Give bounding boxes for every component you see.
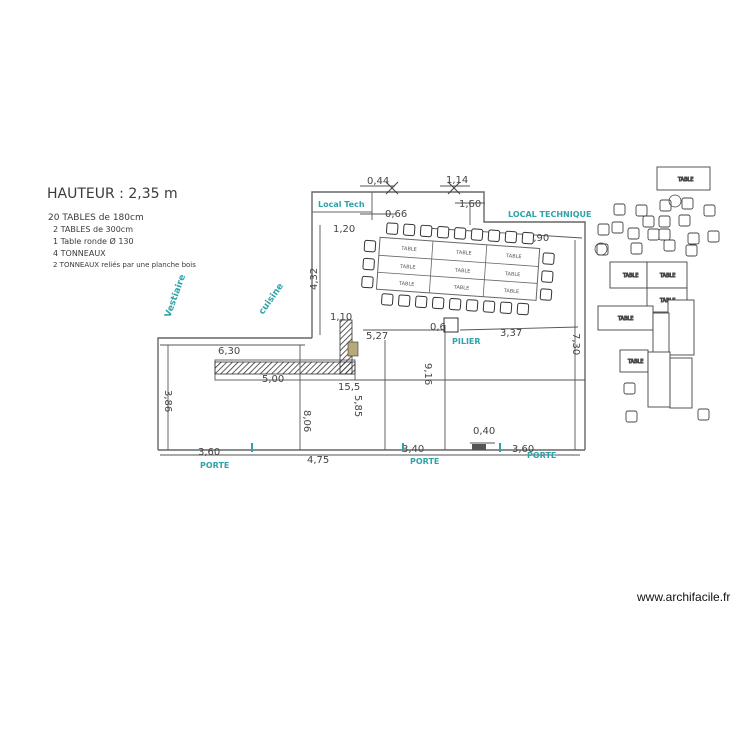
table-label: TABLE bbox=[617, 316, 633, 322]
dim-806: 8,06 bbox=[301, 410, 312, 432]
table-label: TABLE bbox=[677, 177, 693, 183]
cuisine-label: cuisine bbox=[257, 282, 286, 317]
door-label-middle: PORTE bbox=[410, 457, 439, 466]
table-label: TABLE bbox=[659, 273, 675, 279]
wall-main-outline bbox=[311, 191, 586, 450]
note-line-4: 4 TONNEAUX bbox=[53, 249, 106, 258]
dimension-lines bbox=[160, 185, 585, 456]
dim-120: 1,20 bbox=[333, 224, 355, 235]
dim-585: 5,85 bbox=[352, 395, 363, 417]
dim-290: 2,90 bbox=[527, 233, 549, 244]
dim-360-left: 3,60 bbox=[198, 447, 220, 458]
banquet-tables: TABLE TABLE TABLE TABLE TABLE TABLE TABL… bbox=[361, 222, 555, 316]
door-label-left: PORTE bbox=[200, 461, 229, 470]
table-label: TABLE bbox=[502, 288, 519, 295]
table-label: TABLE bbox=[454, 268, 471, 275]
dim-500: 5,00 bbox=[262, 374, 284, 385]
dim-432: 4,32 bbox=[309, 268, 320, 290]
dim-040: 0,40 bbox=[473, 426, 495, 437]
table-label: TABLE bbox=[455, 250, 472, 257]
pilier-label: PILIER bbox=[452, 337, 481, 346]
table-label: TABLE bbox=[453, 285, 470, 292]
bar-counter-accent bbox=[347, 341, 359, 357]
table-label: TABLE bbox=[659, 298, 675, 304]
wall-left-wing bbox=[157, 337, 312, 450]
note-line-3: 1 Table ronde Ø 130 bbox=[53, 236, 134, 246]
table-label: TABLE bbox=[622, 273, 638, 279]
dim-340: 3,40 bbox=[402, 444, 424, 455]
dim-475: 4,75 bbox=[307, 455, 329, 466]
dim-top-a: 0,44 bbox=[367, 176, 389, 187]
door-markers bbox=[251, 443, 501, 452]
bar-counter-horizontal bbox=[214, 361, 356, 375]
notes-block: HAUTEUR : 2,35 m 20 TABLES de 180cm 2 TA… bbox=[47, 186, 196, 269]
dim-386: 3,86 bbox=[162, 390, 173, 412]
local-tech-label: Local Tech bbox=[318, 200, 365, 209]
dim-160: 1,60 bbox=[459, 199, 481, 210]
table-label: TABLE bbox=[399, 264, 416, 271]
note-line-1: 20 TABLES de 180cm bbox=[48, 213, 144, 223]
dim-060: 0,6 bbox=[430, 322, 446, 333]
note-line-5: 2 TONNEAUX reliés par une planche bois bbox=[53, 261, 196, 269]
dim-360-right: 3,60 bbox=[512, 444, 534, 455]
local-technique-label: LOCAL TECHNIQUE bbox=[508, 210, 591, 219]
vestiaire-label: Vestiaire bbox=[163, 273, 188, 319]
note-line-2: 2 TABLES de 300cm bbox=[53, 225, 133, 234]
arrow-marks bbox=[385, 181, 461, 195]
dim-527: 5,27 bbox=[366, 331, 388, 342]
pillar bbox=[443, 317, 459, 333]
dim-730: 7,30 bbox=[570, 333, 581, 355]
dim-110: 1,10 bbox=[330, 312, 352, 323]
dim-top-b: 1,14 bbox=[446, 175, 468, 186]
dimension-labels: 0,44 1,14 1,60 0,66 1,20 2,90 4,32 6,30 … bbox=[162, 175, 581, 466]
dim-066: 0,66 bbox=[385, 209, 407, 220]
door-label-right: PORTE bbox=[527, 451, 556, 460]
table-label: TABLE bbox=[505, 253, 522, 260]
round-tables bbox=[594, 194, 682, 256]
dim-1555: 15,5 bbox=[338, 382, 360, 393]
walls bbox=[157, 191, 586, 451]
table-label: TABLE bbox=[627, 359, 643, 365]
barrel-small bbox=[472, 444, 486, 450]
spare-furniture: TABLE TABLE TABLE TABLE TABLE TABLE bbox=[596, 166, 720, 423]
table-label: TABLE bbox=[504, 271, 521, 278]
dim-630: 6,30 bbox=[218, 346, 240, 357]
dim-916: 9,16 bbox=[422, 363, 433, 385]
table-label: TABLE bbox=[400, 246, 417, 253]
height-note: HAUTEUR : 2,35 m bbox=[47, 186, 178, 202]
table-label: TABLE bbox=[398, 281, 415, 288]
watermark: www.archifacile.fr bbox=[637, 590, 731, 604]
dim-337: 3,37 bbox=[500, 328, 522, 339]
